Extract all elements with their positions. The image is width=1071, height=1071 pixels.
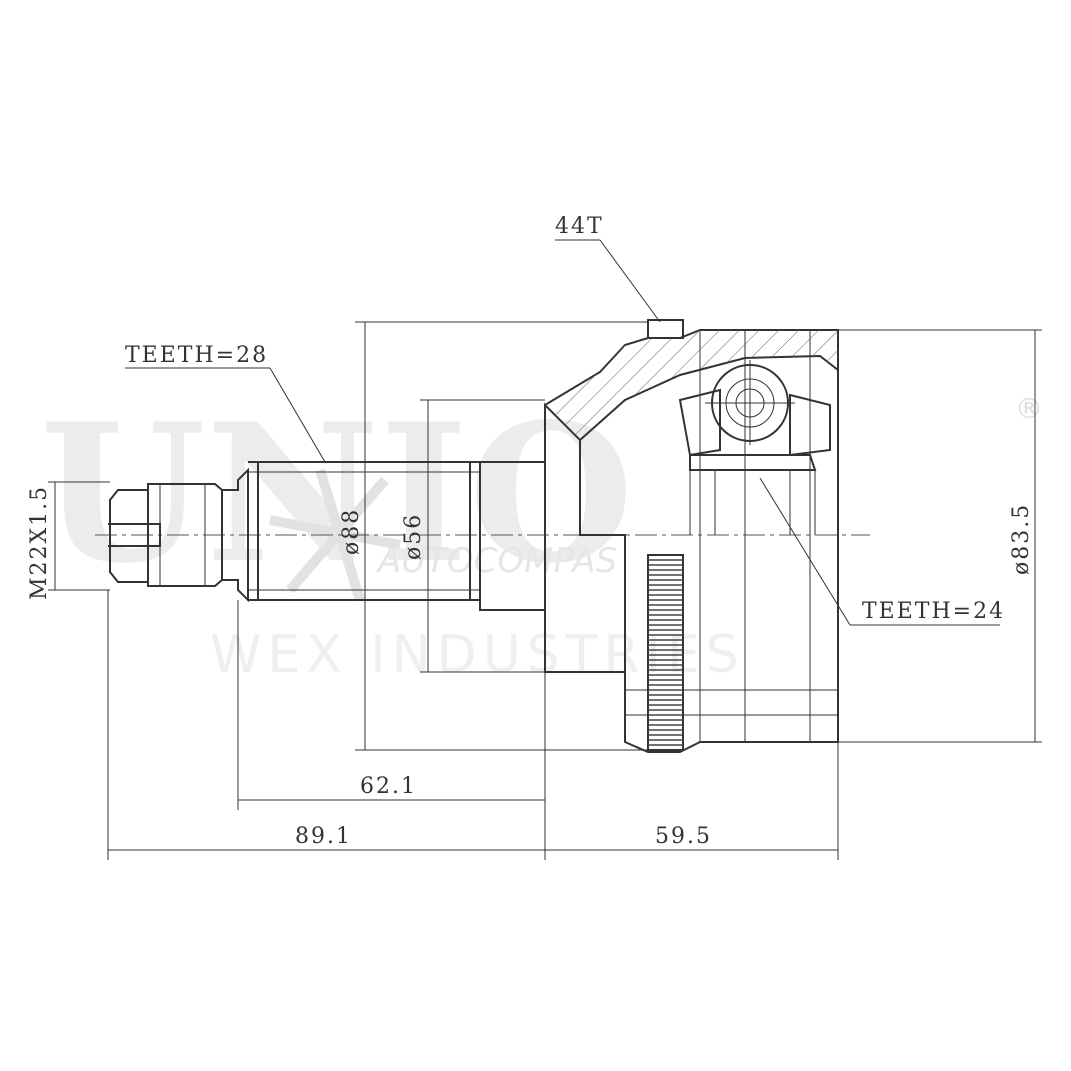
dim-83-5: ø83.5	[838, 329, 1042, 743]
thread-stub	[108, 467, 249, 603]
length-62-1-label: 62.1	[360, 774, 417, 799]
diameter-88-label: ø88	[339, 508, 364, 555]
watermark: UNIO ® AUTOCOMPAS WEX INDUSTRIES	[40, 382, 1043, 685]
abs-tone-ring	[647, 554, 684, 751]
dim-59-5: 59.5	[545, 742, 839, 860]
dim-88: ø88	[339, 321, 648, 751]
inner-race	[678, 388, 831, 535]
label-teeth28-callout: TEETH=28	[125, 343, 326, 463]
length-89-1-label: 89.1	[295, 824, 352, 849]
thread-dimension-label: M22X1.5	[27, 485, 52, 600]
watermark-registered: ®	[1015, 392, 1043, 425]
spline-shaft	[248, 461, 546, 611]
outer-spline-label: TEETH=28	[125, 343, 268, 368]
label-teeth24-callout: TEETH=24	[759, 477, 1005, 626]
dim-56: ø56	[401, 399, 545, 673]
dim-thread: M22X1.5	[27, 481, 110, 600]
dim-89-1: 89.1	[107, 590, 546, 860]
dim-62-1: 62.1	[237, 600, 546, 810]
length-59-5-label: 59.5	[655, 824, 712, 849]
ball-bearing	[705, 360, 795, 445]
diameter-83-5-label: ø83.5	[1009, 503, 1034, 575]
diameter-56-label: ø56	[401, 513, 426, 560]
abs-teeth-label: 44T	[555, 214, 604, 239]
label-44t-callout: 44T	[555, 214, 661, 323]
watermark-brand: UNIO	[40, 382, 634, 605]
inner-spline-label: TEETH=24	[862, 599, 1005, 624]
outer-housing	[544, 319, 839, 753]
watermark-company: AUTOCOMPAS	[376, 541, 617, 581]
